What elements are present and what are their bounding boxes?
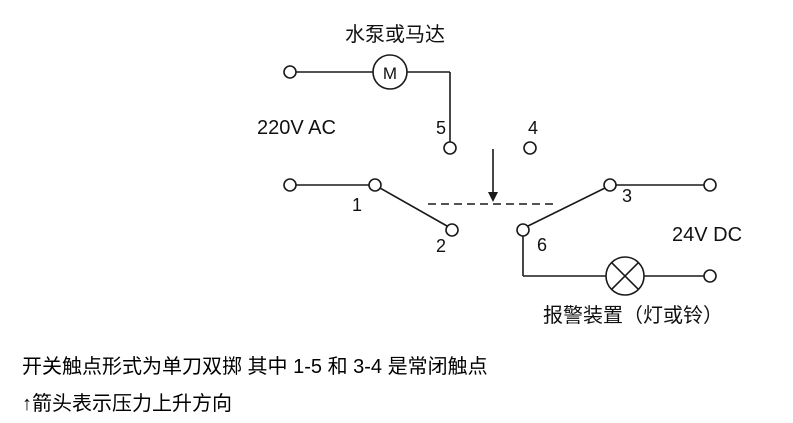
terminal-5 [443,141,457,155]
terminal-left-switch [283,178,297,192]
terminal-4 [523,141,537,155]
terminal-2-label: 2 [436,236,446,256]
note-arrow-meaning: ↑箭头表示压力上升方向 [22,393,232,415]
terminal-5-label: 5 [436,118,446,138]
note-switch-contact-type: 开关触点形式为单刀双掷 其中 1-5 和 3-4 是常闭触点 [22,356,488,378]
pivot-terminal-1 [368,178,382,192]
left-supply-label: 220V AC [257,117,336,139]
pivot-terminal-3 [603,178,617,192]
terminal-3-label: 3 [622,186,632,206]
motor-symbol-circle [372,54,408,90]
terminal-4-label: 4 [528,118,538,138]
motor-symbol-letter: M [383,64,397,83]
terminal-6 [516,223,530,237]
switch-blade-left [379,187,448,227]
terminal-2 [445,223,459,237]
switch-blade-right [527,187,606,227]
terminal-6-label: 6 [537,235,547,255]
terminal-left-ac [283,65,297,79]
pressure-arrow-head [488,192,498,202]
terminal-right-switch [703,178,717,192]
lamp-cross-line-2 [611,262,639,290]
terminal-right-dc [703,269,717,283]
terminal-1-label: 1 [352,195,362,215]
motor-label: 水泵或马达 [345,23,445,46]
alarm-label: 报警装置（灯或铃） [543,304,723,327]
right-supply-label: 24V DC [672,224,742,246]
